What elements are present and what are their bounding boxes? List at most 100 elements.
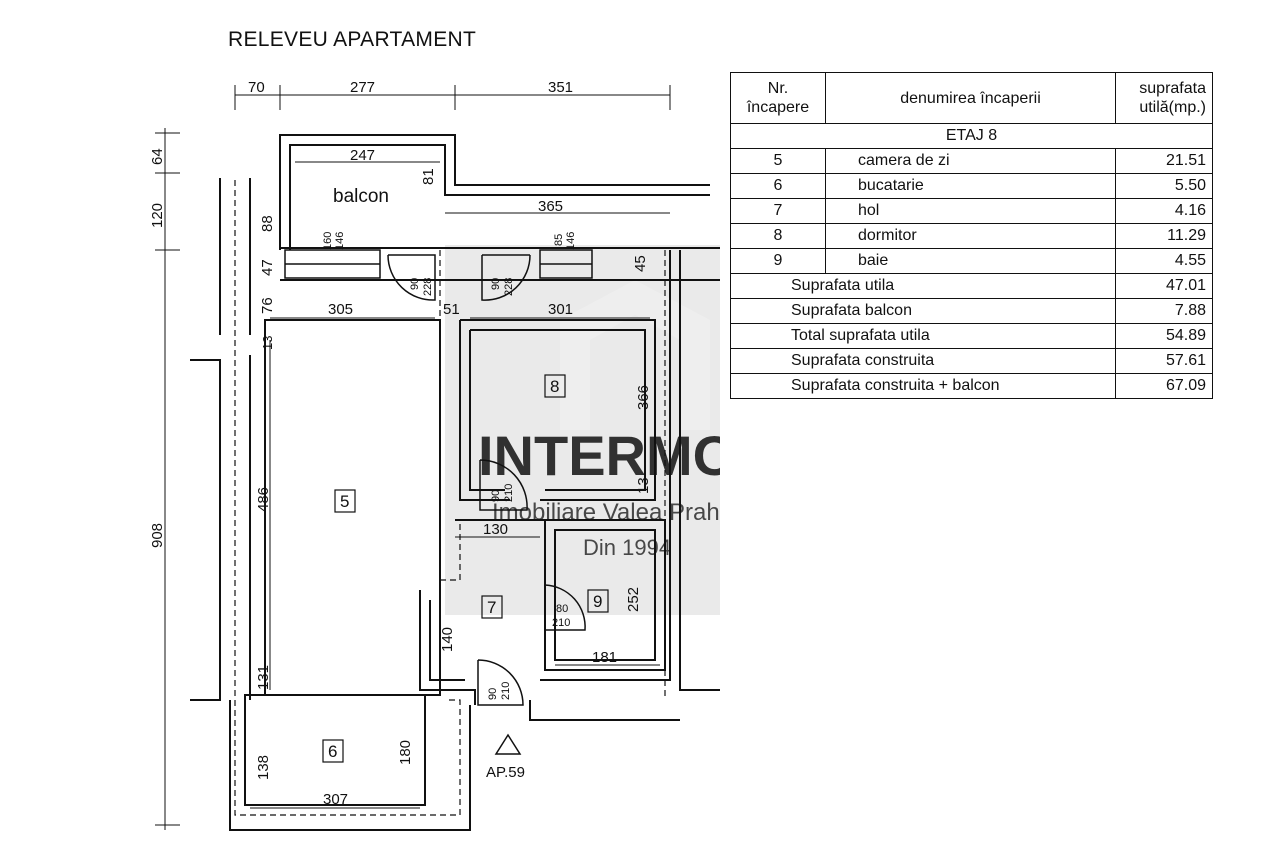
dim-47: 47 (259, 259, 276, 276)
dim-365: 365 (538, 198, 563, 215)
dim-307: 307 (323, 791, 348, 808)
total-value: 67.09 (1115, 373, 1213, 399)
dim-181: 181 (592, 649, 617, 666)
total-label: Suprafata construita + balcon (730, 373, 1116, 399)
door-bedroom-balcony-width: 90 (490, 278, 502, 290)
door-bedroom-balcony-height: 228 (503, 278, 515, 296)
watermark-line1: Imobiliare Valea Prahovei (492, 499, 720, 526)
entrance-triangle-icon (494, 733, 522, 755)
left-wall (190, 355, 251, 701)
room-name: hol (825, 198, 1116, 224)
total-value: 47.01 (1115, 273, 1213, 299)
living-room-outline (264, 319, 441, 696)
dim-64: 64 (149, 148, 166, 165)
watermark-brand: INTERMONT (478, 424, 720, 487)
door-bedroom-height: 210 (503, 484, 515, 502)
plan-title: RELEVEU APARTAMENT (228, 28, 477, 51)
room-name: bucatarie (825, 173, 1116, 199)
dim-51: 51 (443, 301, 460, 318)
dim-305: 305 (328, 301, 353, 318)
dim-351: 351 (548, 79, 573, 96)
total-label: Total suprafata utila (730, 323, 1116, 349)
dim-140: 140 (439, 627, 456, 652)
dim-120: 120 (149, 203, 166, 228)
room-number: 9 (730, 248, 826, 274)
totals-row: Total suprafata utila 54.89 (730, 323, 1213, 349)
room-tags: 5 6 7 8 9 (322, 374, 609, 763)
floor-row: ETAJ 8 (730, 123, 1213, 149)
hallway-inner (429, 600, 465, 681)
room-name: baie (825, 248, 1116, 274)
total-value: 54.89 (1115, 323, 1213, 349)
dim-138: 138 (255, 755, 272, 780)
watermark: INTERMONT ® Imobiliare Valea Prahovei Di… (445, 245, 720, 615)
dim-146-b: 146 (565, 232, 577, 250)
entrance-wall (229, 700, 680, 831)
room-tag-9: 9 (593, 592, 602, 611)
door-swing-bath (544, 584, 586, 631)
floor-label: ETAJ 8 (730, 123, 1213, 149)
total-label: Suprafata balcon (730, 298, 1116, 324)
room-tag-5-box (334, 489, 356, 513)
totals-row: Suprafata utila 47.01 (730, 273, 1213, 299)
door-swings (387, 254, 586, 706)
balcony-label: balcon (333, 186, 389, 207)
total-label: Suprafata utila (730, 273, 1116, 299)
totals-row: Suprafata construita 57.61 (730, 348, 1213, 374)
dim-45: 45 (632, 255, 649, 272)
room-area: 11.29 (1115, 223, 1213, 249)
balcony-outer-wall (279, 134, 710, 250)
room-name: camera de zi (825, 148, 1116, 174)
room-tag-5: 5 (340, 492, 349, 511)
dim-88: 88 (259, 215, 276, 232)
room-number: 6 (730, 173, 826, 199)
dim-130: 130 (483, 521, 508, 538)
total-value: 7.88 (1115, 298, 1213, 324)
table-header-row: Nr. încapere denumirea încaperii suprafa… (730, 72, 1213, 124)
door-entry-width: 90 (487, 688, 499, 700)
dimension-labels: 70 277 351 64 120 247 81 365 88 160 146 … (149, 79, 652, 808)
dim-81: 81 (420, 168, 437, 185)
dashed-outline-left (234, 180, 461, 816)
floor-plan: INTERMONT ® Imobiliare Valea Prahovei Di… (149, 79, 720, 831)
door-bath-height: 210 (552, 617, 570, 629)
dim-13-a: 13 (260, 336, 275, 350)
dim-486: 486 (255, 487, 272, 512)
door-balcony-height: 228 (422, 278, 434, 296)
dimension-lines (155, 85, 671, 830)
dashed-outline-center (439, 250, 461, 581)
table-row: 8 dormitor 11.29 (730, 223, 1213, 249)
room-tag-8-box (544, 374, 566, 398)
room-tag-9-box (587, 589, 609, 613)
room-number: 5 (730, 148, 826, 174)
room-area: 4.55 (1115, 248, 1213, 274)
header-room-number: Nr. încapere (730, 72, 826, 124)
total-label: Suprafata construita (730, 348, 1116, 374)
door-labels: 90 228 90 228 90 210 80 210 90 210 (409, 278, 570, 700)
room-area: 5.50 (1115, 173, 1213, 199)
table-row: 9 baie 4.55 (730, 248, 1213, 274)
door-swing-balcony (387, 254, 436, 301)
room-tag-7: 7 (487, 598, 496, 617)
dim-85: 85 (553, 234, 565, 246)
door-swing-entry (477, 659, 524, 706)
bathroom-inner (554, 529, 656, 661)
table-row: 7 hol 4.16 (730, 198, 1213, 224)
room-tag-6: 6 (328, 742, 337, 761)
balcony-inner-wall (289, 144, 710, 250)
room-number: 8 (730, 223, 826, 249)
header-room-area: suprafata utilă(mp.) (1115, 72, 1213, 124)
door-entry-height: 210 (500, 682, 512, 700)
room-number: 7 (730, 198, 826, 224)
left-column (219, 178, 251, 335)
dim-301: 301 (548, 301, 573, 318)
right-wall (540, 250, 720, 691)
total-value: 57.61 (1115, 348, 1213, 374)
dim-252: 252 (625, 587, 642, 612)
door-bath-width: 80 (556, 603, 568, 615)
dim-146-a: 146 (334, 232, 346, 250)
room-name: dormitor (825, 223, 1116, 249)
windows (284, 249, 593, 279)
dim-180: 180 (397, 740, 414, 765)
door-swing-bedroom (479, 459, 528, 511)
